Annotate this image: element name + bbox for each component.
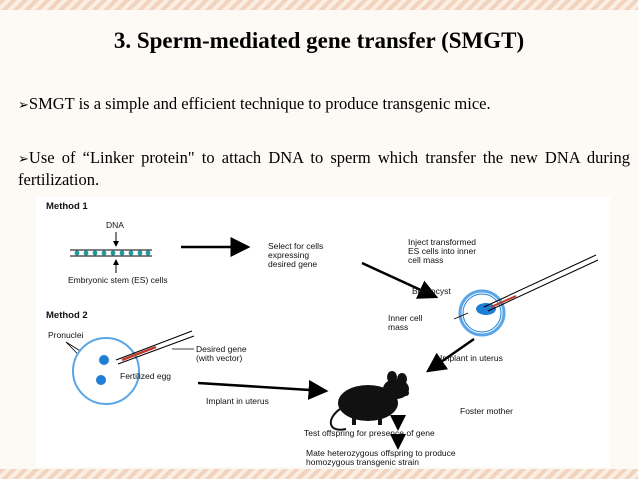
implant-arrow-left	[197, 379, 329, 400]
inner-cell-mass-label-line1: Inner cell	[388, 313, 423, 323]
blastocyst-label: Blastocyst	[412, 286, 451, 296]
bullet-linker-protein: ➢Use of “Linker protein" to attach DNA t…	[18, 148, 630, 190]
transgenic-methods-diagram: Method 1 DNA Embryonic stem (ES) cells S…	[36, 197, 610, 467]
bottom-border-decoration	[0, 469, 638, 479]
inject-arrow	[361, 261, 439, 299]
foster-mother-label: Foster mother	[460, 406, 513, 416]
bullet-smgt-description: ➢SMGT is a simple and efficient techniqu…	[18, 94, 630, 116]
implant-arrow-right	[425, 337, 475, 373]
select-label-line3: desired gene	[268, 259, 317, 269]
dna-label: DNA	[106, 220, 124, 230]
fertilized-egg-drawing	[72, 330, 195, 405]
inner-cell-mass-pointer	[453, 312, 469, 320]
es-cell-dish	[70, 249, 152, 257]
inject-label-line1: Inject transformed	[408, 237, 476, 247]
bullet-arrow-icon: ➢	[18, 152, 29, 167]
pronuclei-label: Pronuclei	[48, 330, 84, 340]
select-label-line2: expressing	[268, 250, 309, 260]
select-label-line1: Select for cells	[268, 241, 323, 251]
inner-cell-mass-label-line2: mass	[388, 322, 408, 332]
bullet-arrow-icon: ➢	[18, 98, 29, 113]
implant-uterus-right-label: Implant in uterus	[440, 353, 503, 363]
bullet-text: SMGT is a simple and efficient technique…	[28, 94, 491, 113]
blastocyst-drawing	[458, 254, 599, 337]
test-offspring-label: Test offspring for presence of gene	[304, 428, 435, 438]
inject-label-line3: cell mass	[408, 255, 443, 265]
desired-gene-label-line2: (with vector)	[196, 353, 242, 363]
top-border-decoration	[0, 0, 638, 10]
slide-title: 3. Sperm-mediated gene transfer (SMGT)	[113, 28, 525, 53]
es-cells-label: Embryonic stem (ES) cells	[68, 275, 168, 285]
foster-mother-mouse-icon	[330, 371, 409, 431]
inject-label-line2: ES cells into inner	[408, 246, 476, 256]
desired-gene-label-line1: Desired gene	[196, 344, 247, 354]
method-2-label: Method 2	[46, 310, 88, 321]
implant-uterus-left-label: Implant in uterus	[206, 396, 269, 406]
method-1-label: Method 1	[46, 201, 88, 212]
mate-label-line1: Mate heterozygous offspring to produce	[306, 448, 456, 458]
bullet-text: Use of “Linker protein" to attach DNA to…	[18, 148, 630, 189]
fertilized-egg-label: Fertilized egg	[120, 371, 171, 381]
mate-label-line2: homozygous transgenic strain	[306, 457, 419, 467]
